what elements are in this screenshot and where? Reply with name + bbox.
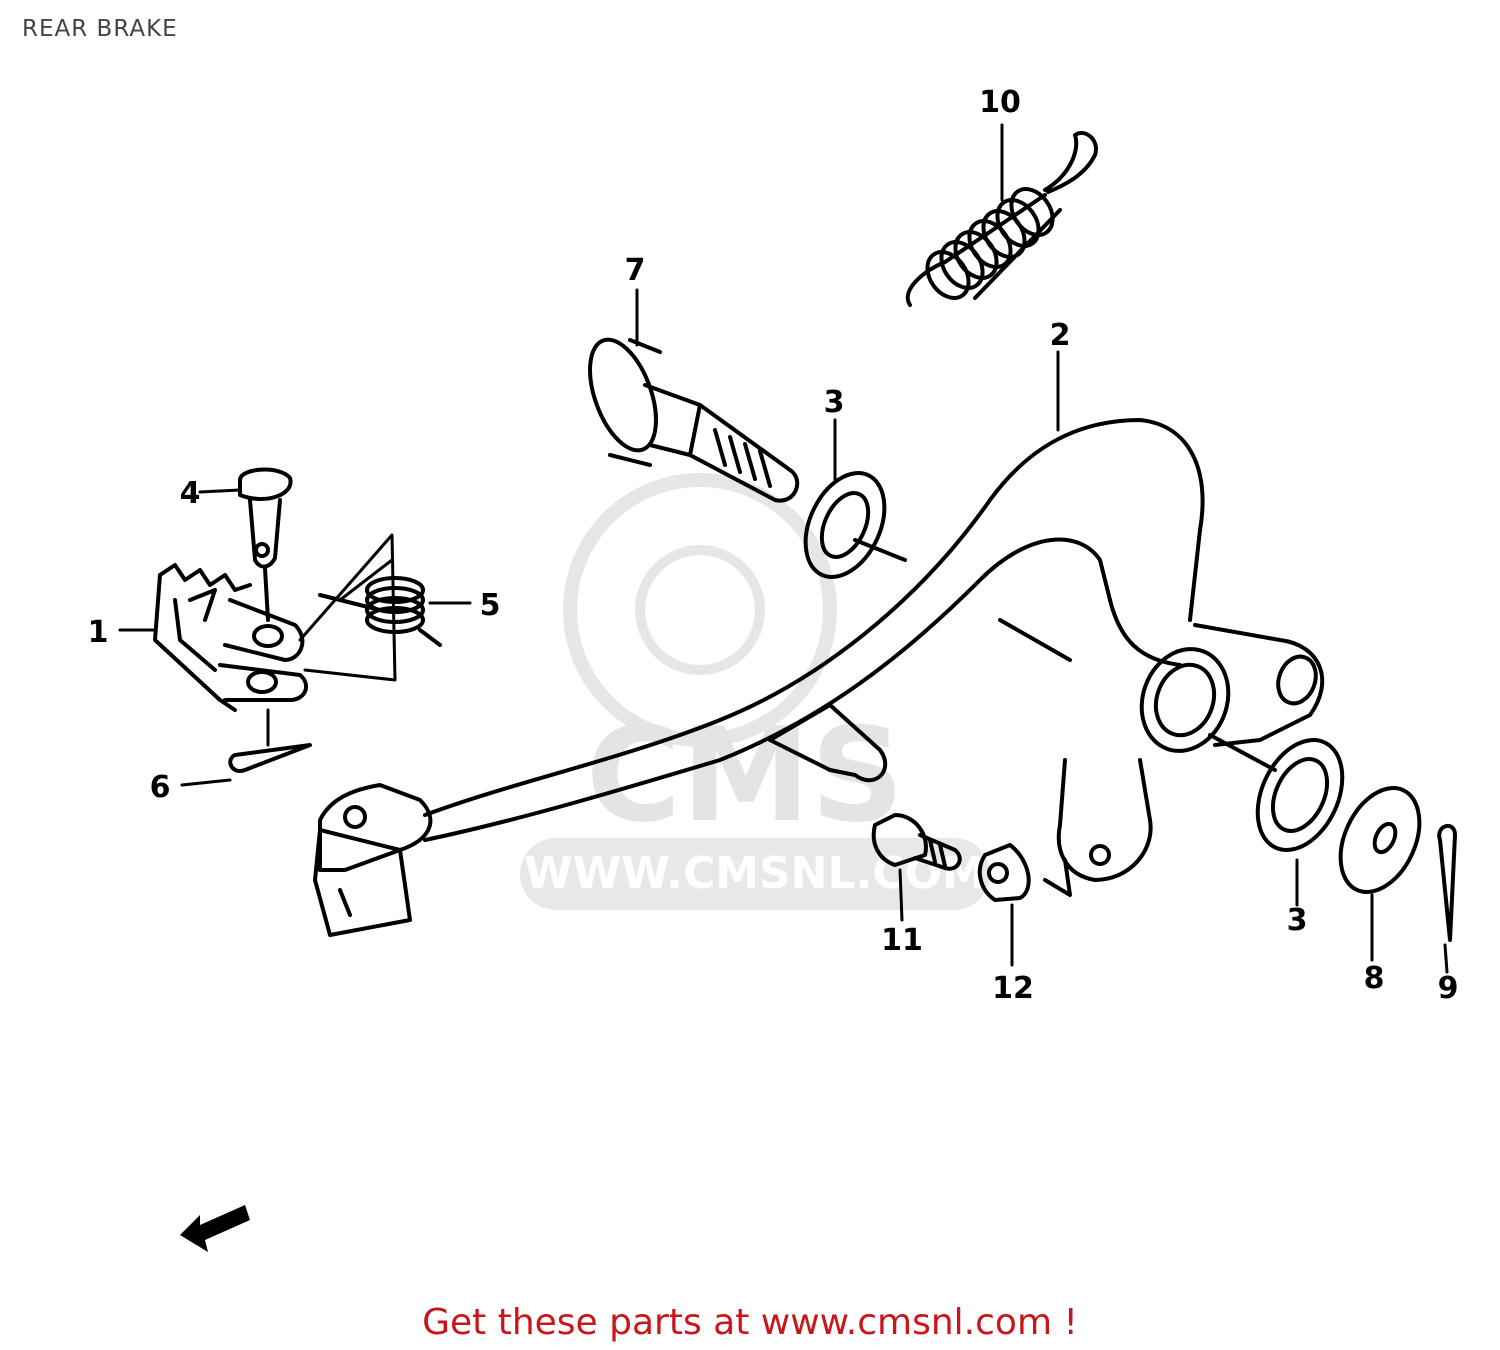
leader-lines (118, 123, 1449, 974)
oil-seal-lower (1255, 738, 1345, 852)
callout-1: 1 (88, 615, 109, 650)
bolt (871, 813, 962, 871)
callout-11: 11 (881, 923, 923, 958)
callout-3-lower: 3 (1287, 903, 1308, 938)
callout-9: 9 (1438, 971, 1459, 1006)
return-spring (905, 131, 1098, 307)
callout-12: 12 (992, 971, 1034, 1006)
watermark: CMS WWW.CMSNL.COM (520, 473, 990, 910)
cotter-pin-footrest (228, 743, 312, 773)
oil-seal-upper (803, 471, 907, 579)
brake-pedal (313, 418, 1325, 937)
washer (1338, 786, 1422, 894)
callout-8: 8 (1364, 961, 1385, 996)
callout-5: 5 (480, 588, 501, 623)
callout-4: 4 (180, 476, 201, 511)
callout-10: 10 (979, 85, 1021, 120)
cotter-pin-pedal (1437, 824, 1457, 942)
front-arrow-icon (180, 1205, 250, 1252)
callout-3-upper: 3 (824, 385, 845, 420)
callout-2: 2 (1050, 318, 1071, 353)
watermark-url: WWW.CMSNL.COM (524, 848, 986, 899)
clevis-pin (238, 467, 293, 622)
footer-link[interactable]: Get these parts at www.cmsnl.com ! (422, 1302, 1078, 1343)
callout-7: 7 (625, 253, 646, 288)
nut (977, 843, 1031, 902)
footrest-spring (318, 576, 442, 647)
pivot-shaft (588, 337, 800, 503)
page-title: REAR BRAKE (22, 16, 178, 42)
callout-6: 6 (150, 770, 171, 805)
footrest (153, 563, 309, 712)
